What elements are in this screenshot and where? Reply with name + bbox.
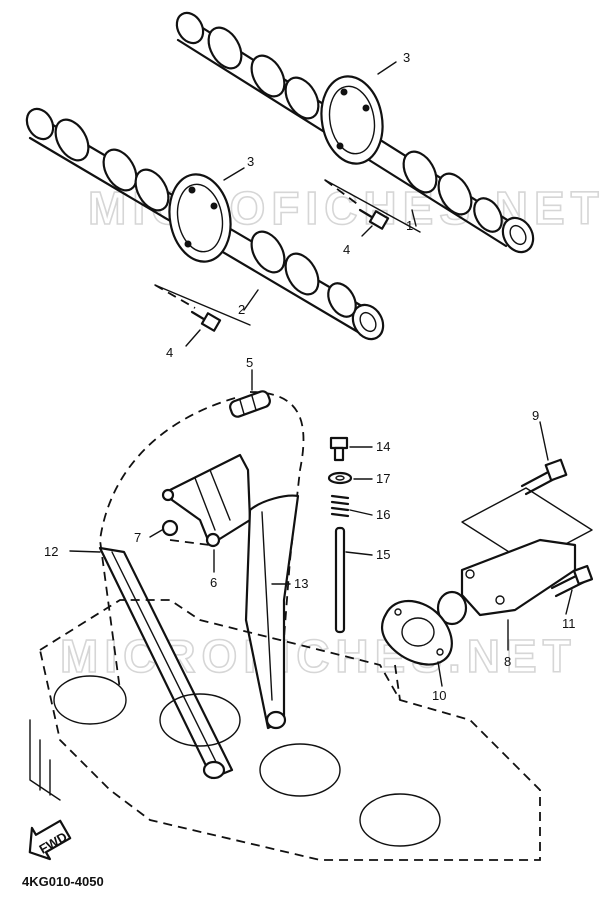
washer-17	[327, 471, 353, 485]
callout-16: 16	[376, 507, 390, 522]
fwd-arrow-icon: FWD	[28, 819, 72, 861]
sprocket-upper	[320, 75, 384, 165]
callout-leaders	[69, 61, 573, 687]
callout-7: 7	[134, 530, 141, 545]
gasket-10	[380, 600, 453, 666]
camshaft-lower	[25, 107, 385, 341]
callout-9: 9	[532, 408, 539, 423]
watermark-bottom: MICROFICHES.NET	[60, 630, 577, 682]
callout-3-lower: 3	[247, 154, 254, 169]
callout-1: 1	[406, 218, 413, 233]
chain-guide-intake	[244, 494, 300, 730]
callout-5: 5	[246, 355, 253, 370]
callout-6: 6	[210, 575, 217, 590]
callout-11: 11	[562, 616, 576, 631]
bolt-7	[161, 519, 211, 546]
callout-15: 15	[376, 547, 390, 562]
bolt-lower	[190, 310, 222, 332]
callout-4-upper: 4	[343, 242, 350, 257]
callout-17: 17	[376, 471, 390, 486]
callout-2: 2	[238, 302, 245, 317]
chain-guide-stopper	[161, 453, 252, 548]
bolt-9	[520, 458, 568, 496]
callout-13: 13	[294, 576, 308, 591]
callout-12: 12	[44, 544, 58, 559]
cylinder-head-outline	[29, 599, 541, 861]
spring-16	[330, 494, 350, 518]
callout-10: 10	[432, 688, 446, 703]
tensioner-guide-lines	[461, 487, 593, 565]
leader-upper-cam	[324, 179, 421, 233]
rod-15	[334, 526, 346, 634]
tensioner-8	[436, 538, 577, 626]
bolt-guide-upper	[324, 179, 361, 207]
callout-3-upper: 3	[403, 50, 410, 65]
bolt-11	[550, 564, 594, 598]
sprocket-lower	[168, 173, 232, 263]
callout-4-lower: 4	[166, 345, 173, 360]
bolt-guide-lower	[154, 284, 196, 309]
callout-14: 14	[376, 439, 390, 454]
chain-link	[229, 390, 271, 418]
bolt-upper	[358, 208, 390, 230]
diagram-code: 4KG010-4050	[22, 874, 104, 889]
callout-8: 8	[504, 654, 511, 669]
leader-lower-cam	[154, 284, 251, 326]
gasket-guide	[394, 664, 401, 701]
chain-guide-exhaust	[98, 546, 234, 780]
callouts: 1 2 3 3 4 4 5 6 7 8 9 10 11 12 13 14 15 …	[44, 50, 576, 703]
bolt-14	[329, 436, 349, 462]
